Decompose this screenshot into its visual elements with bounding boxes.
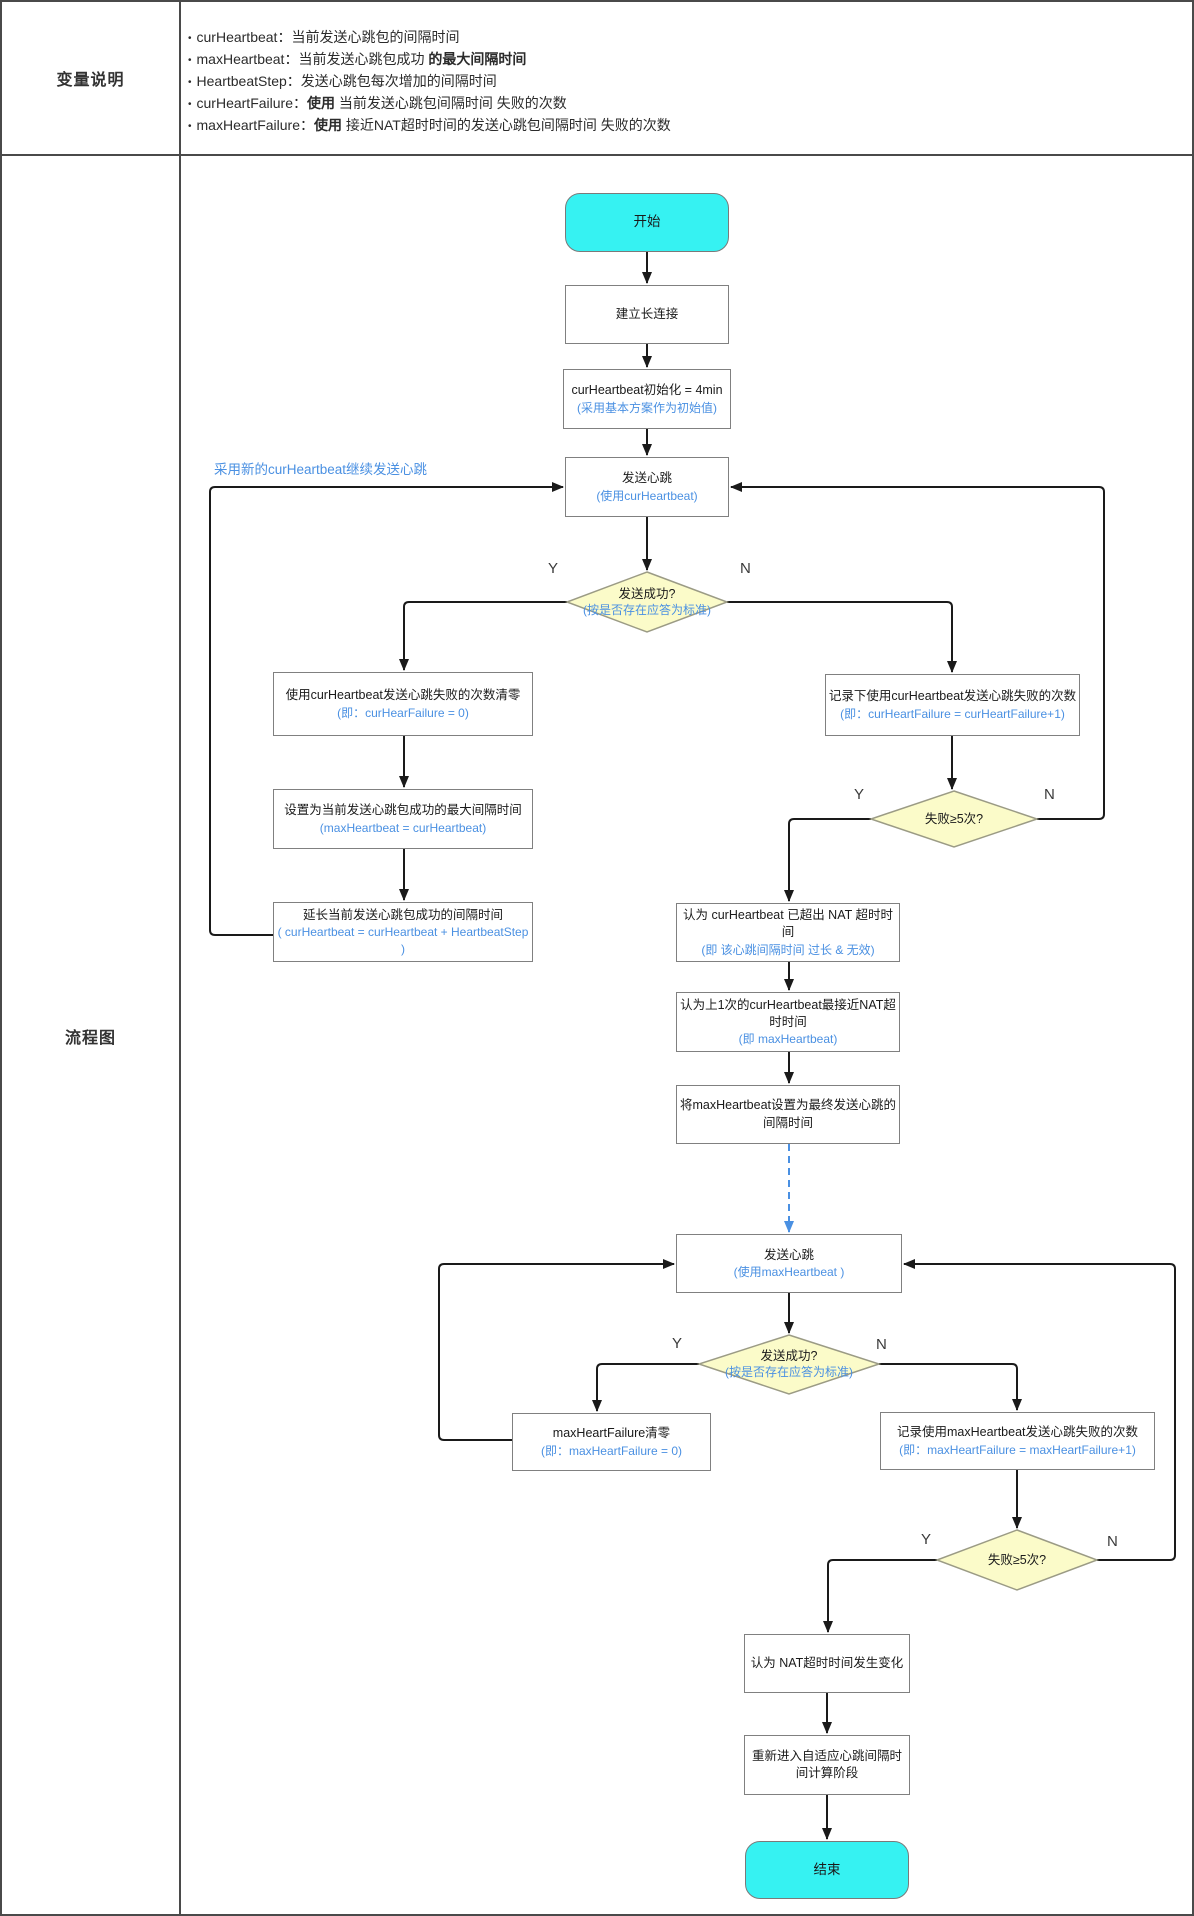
variable-item: •maxHeartbeat：当前发送心跳包成功 的最大间隔时间: [188, 51, 527, 67]
node-set-max-heartbeat: 设置为当前发送心跳包成功的最大间隔时间 (maxHeartbeat = curH…: [273, 789, 533, 849]
table-row-divider: [2, 154, 1192, 156]
branch-label-no: N: [1107, 1533, 1118, 1550]
row-label-flowchart: 流程图: [64, 1030, 116, 1047]
bullet-icon: •: [188, 33, 192, 44]
edge-d3-no: [879, 1363, 1022, 1411]
variable-item: •curHeartFailure：使用 当前发送心跳包间隔时间 失败的次数: [188, 95, 567, 111]
loop-annotation: 采用新的curHeartbeat继续发送心跳: [214, 462, 428, 477]
node-record-cur-failure: 记录下使用curHeartbeat发送心跳失败的次数 (即：curHeartFa…: [825, 674, 1080, 736]
bullet-icon: •: [188, 77, 192, 88]
decision-shape-fail5-max: [934, 1529, 1100, 1591]
variable-item: •curHeartbeat：当前发送心跳包的间隔时间: [188, 29, 460, 45]
edge-d1-no: [727, 601, 957, 673]
branch-label-no: N: [1044, 786, 1055, 803]
node-restart-adaptive-calc: 重新进入自适应心跳间隔时间计算阶段: [744, 1735, 910, 1795]
decision-shape-send-success-cur: [564, 571, 730, 633]
node-curheartbeat-exceeds-nat: 认为 curHeartbeat 已超出 NAT 超时时间 (即 该心跳间隔时间 …: [676, 903, 900, 962]
bullet-icon: •: [188, 121, 192, 132]
node-init-curheartbeat: curHeartbeat初始化 = 4min (采用基本方案作为初始值): [563, 369, 731, 429]
edge-d2-yes: [784, 818, 871, 902]
edge-d4-yes: [823, 1559, 937, 1633]
node-record-max-failure: 记录使用maxHeartbeat发送心跳失败的次数 (即：maxHeartFai…: [880, 1412, 1155, 1470]
decision-shape-send-success-max: [696, 1334, 882, 1395]
node-end: 结束: [745, 1841, 909, 1899]
branch-label-yes: Y: [548, 560, 559, 577]
branch-label-no: N: [876, 1336, 887, 1353]
branch-label-no: N: [740, 560, 751, 577]
node-reset-cur-failure: 使用curHeartbeat发送心跳失败的次数清零 (即：curHearFail…: [273, 672, 533, 736]
variable-definitions: •curHeartbeat：当前发送心跳包的间隔时间 •maxHeartbeat…: [188, 27, 1168, 137]
bullet-icon: •: [188, 99, 192, 110]
decision-send-success-max: 发送成功? (按是否存在应答为标准): [725, 1349, 853, 1380]
edge-d2-no-loop: [730, 482, 1105, 820]
branch-label-yes: Y: [921, 1531, 932, 1548]
edge-d3-yes: [592, 1363, 699, 1412]
node-establish-connection: 建立长连接: [565, 285, 729, 344]
node-prev-curheartbeat-closest: 认为上1次的curHeartbeat最接近NAT超时时间 (即 maxHeart…: [676, 992, 900, 1052]
node-send-heartbeat-max: 发送心跳 (使用maxHeartbeat ): [676, 1234, 902, 1293]
row-label-variables: 变量说明: [56, 72, 125, 89]
decision-fail5-max: 失败≥5次?: [987, 1552, 1047, 1567]
bullet-icon: •: [188, 55, 192, 66]
variable-item: •maxHeartFailure：使用 接近NAT超时时间的发送心跳包间隔时间 …: [188, 117, 671, 133]
branch-label-yes: Y: [854, 786, 865, 803]
decision-send-success-cur: 发送成功? (按是否存在应答为标准): [583, 586, 711, 617]
node-extend-heartbeat: 延长当前发送心跳包成功的间隔时间 ( curHeartbeat = curHea…: [273, 902, 533, 962]
variable-item: •HeartbeatStep：发送心跳包每次增加的间隔时间: [188, 73, 497, 89]
node-nat-timeout-changed: 认为 NAT超时时间发生变化: [744, 1634, 910, 1693]
table-column-divider: [179, 2, 181, 1914]
node-reset-max-failure: maxHeartFailure清零 (即：maxHeartFailure = 0…: [512, 1413, 711, 1471]
decision-fail5-cur: 失败≥5次?: [924, 811, 984, 826]
node-set-final-interval: 将maxHeartbeat设置为最终发送心跳的间隔时间: [676, 1085, 900, 1144]
node-send-heartbeat-cur: 发送心跳 (使用curHeartbeat): [565, 457, 729, 517]
decision-shape-fail5-cur: [868, 790, 1040, 848]
branch-label-yes: Y: [672, 1335, 683, 1352]
node-start: 开始: [565, 193, 729, 252]
edge-d1-yes: [399, 601, 567, 671]
